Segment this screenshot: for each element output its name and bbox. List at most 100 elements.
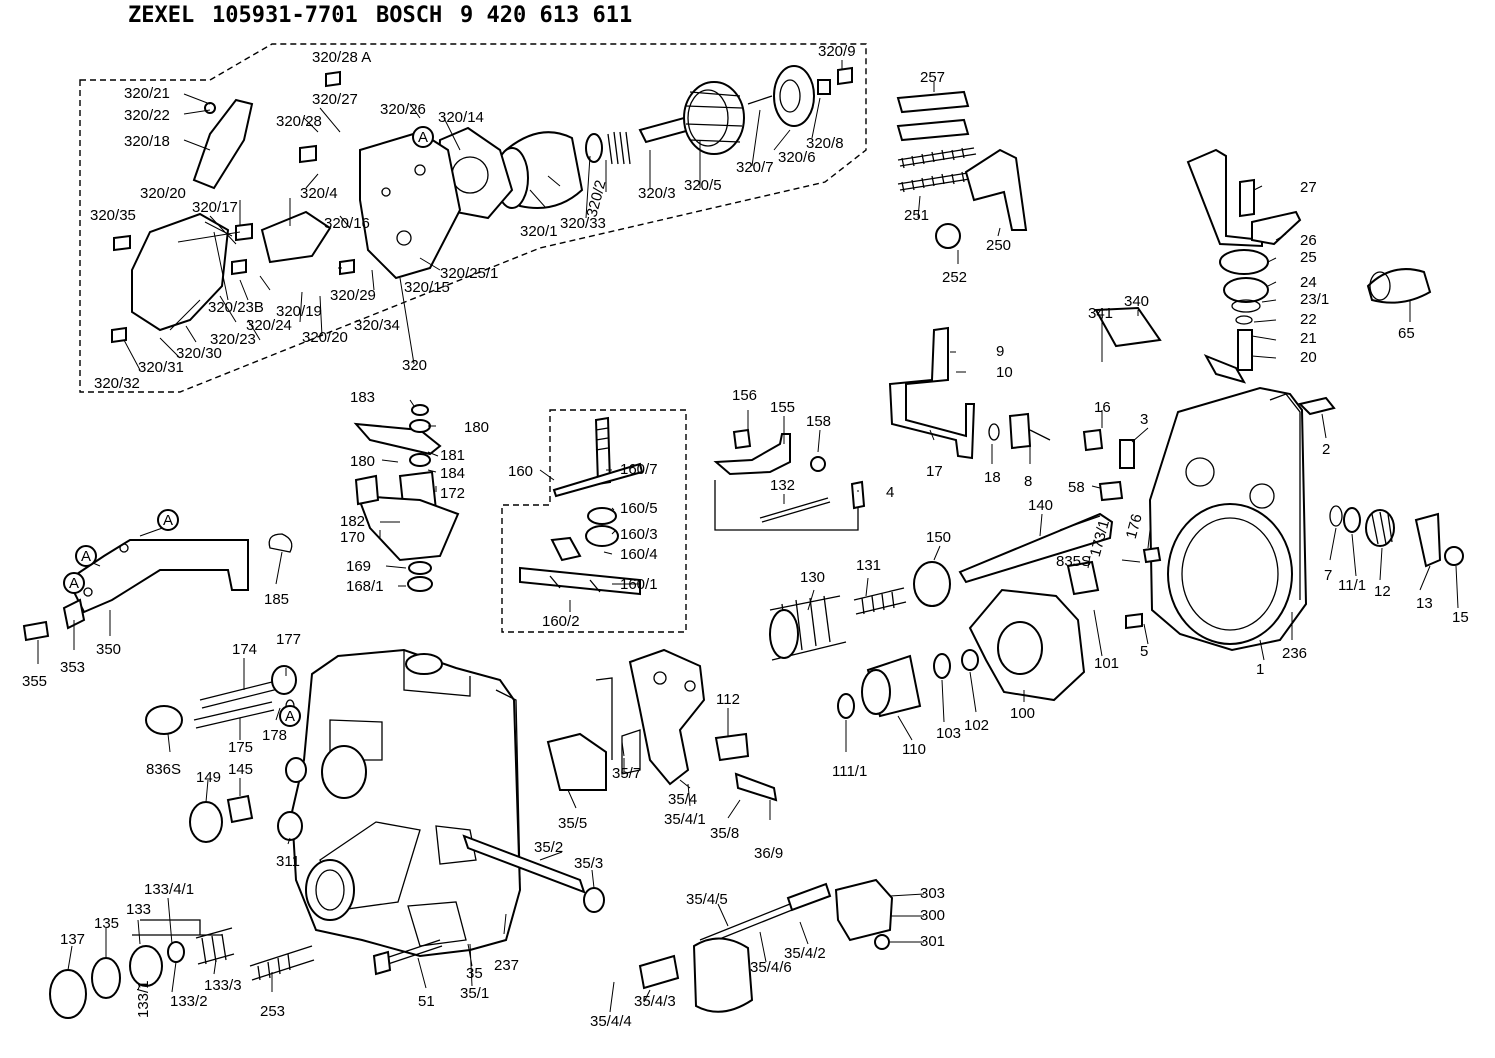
callout-label: 320/28: [276, 113, 322, 130]
callout-label: 320/28 A: [312, 49, 371, 66]
callout-label: 18: [984, 469, 1001, 486]
bolts-left-group: [145, 665, 297, 735]
callout-label: 320/29: [330, 287, 376, 304]
callout-label: 102: [964, 717, 989, 734]
callout-label: 160/7: [620, 461, 658, 478]
callout-label: 35/4/3: [634, 993, 676, 1010]
callout-label: 181: [440, 447, 465, 464]
callout-label: 20: [1300, 349, 1317, 366]
callout-label: 169: [346, 558, 371, 575]
callout-label: 156: [732, 387, 757, 404]
callout-label: 185: [264, 591, 289, 608]
callout-label: 350: [96, 641, 121, 658]
callout-label: 22: [1300, 311, 1317, 328]
callout-label: 320/5: [684, 177, 722, 194]
callout-label: 5: [1140, 643, 1148, 660]
callout-label: 184: [440, 465, 465, 482]
callout-label: 355: [22, 673, 47, 690]
callout-label: 301: [920, 933, 945, 950]
callout-label: 35/4/2: [784, 945, 826, 962]
callout-label: 320/24: [246, 317, 292, 334]
callout-label: 132: [770, 477, 795, 494]
callout-label: 150: [926, 529, 951, 546]
callout-label: 180: [464, 419, 489, 436]
callout-labels: 320/28 A 320/9 320/21 320/27 320/22 320/…: [22, 43, 1469, 1030]
callout-label: 100: [1010, 705, 1035, 722]
callout-label: 320/30: [176, 345, 222, 362]
callout-label: 251: [904, 207, 929, 224]
linkage-upper-center: [713, 326, 1051, 523]
callout-label: 145: [228, 761, 253, 778]
roller-ring-group: [714, 588, 1086, 762]
callout-label: 51: [418, 993, 435, 1010]
callout-label: 320/2: [583, 178, 609, 219]
callout-label: 320/25/1: [440, 265, 498, 282]
bracket-300-group: [638, 878, 894, 1013]
callout-label: 133/4/1: [144, 881, 194, 898]
callout-label: 110: [902, 741, 926, 758]
callout-label: 180: [350, 453, 375, 470]
marker-a-label-1: A: [418, 129, 428, 146]
callout-label: 320/22: [124, 107, 170, 124]
callout-label: 320/32: [94, 375, 140, 392]
callout-label: 320/14: [438, 109, 484, 126]
bracket-group-133: [132, 919, 222, 936]
callout-label: 25: [1300, 249, 1317, 266]
callout-label: 300: [920, 907, 945, 924]
callout-label: 160: [508, 463, 533, 480]
header-brand-zexel: ZEXEL: [128, 3, 194, 28]
callout-label: 183: [350, 389, 375, 406]
callout-label: 320/7: [736, 159, 774, 176]
marker-a-label-4: A: [285, 708, 295, 725]
marker-a-circle-4: [279, 705, 301, 727]
header-part-number-zexel: 105931-7701: [212, 3, 358, 28]
callout-label: 177: [276, 631, 301, 648]
callout-label: 320/19: [276, 303, 322, 320]
callout-label: 320/23: [210, 331, 256, 348]
callout-label: 103: [936, 725, 961, 742]
callout-label: 160/5: [620, 500, 658, 517]
callout-label: 35/5: [558, 815, 587, 832]
callout-label: 158: [806, 413, 831, 430]
callout-label: 237: [494, 957, 519, 974]
callout-label: 35: [466, 965, 483, 982]
marker-a-label-3: A: [81, 548, 91, 565]
governor-assembly-320-boundary: [79, 43, 867, 393]
callout-label: 9: [996, 343, 1004, 360]
callout-label: 16: [1094, 399, 1111, 416]
callout-label: 236: [1282, 645, 1307, 662]
bracket-350: [22, 533, 293, 642]
callout-label: 140: [1028, 497, 1053, 514]
callout-label: 23/1: [1300, 291, 1329, 308]
callout-label: 35/4/6: [750, 959, 792, 976]
callout-label: 101: [1094, 655, 1119, 672]
callout-label: 320/9: [818, 43, 856, 60]
callout-label: 13: [1416, 595, 1433, 612]
callout-label: 111/1: [832, 763, 867, 780]
callout-label: 175: [228, 739, 253, 756]
callout-label: 17: [926, 463, 943, 480]
callout-label: 320/23B: [208, 299, 264, 316]
callout-label: 320/34: [354, 317, 400, 334]
callout-label: 320/1: [520, 223, 558, 240]
callout-label: 12: [1374, 583, 1391, 600]
header-part-number-bosch: 9 420 613 611: [460, 3, 632, 28]
lever-stack-group: [1186, 148, 1432, 384]
callout-label: 835S: [1056, 553, 1091, 570]
marker-a-circle-5: [63, 572, 85, 594]
marker-a-circle-3: [75, 545, 97, 567]
callout-label: 252: [942, 269, 967, 286]
callout-label: 133: [126, 901, 151, 918]
callout-label: 320/35: [90, 207, 136, 224]
callout-label: 250: [986, 237, 1011, 254]
callout-label: 137: [60, 931, 85, 948]
header-brand-bosch: BOSCH: [376, 3, 442, 28]
callout-label: 130: [800, 569, 825, 586]
callout-label: 35/4: [668, 791, 697, 808]
governor-assembly: [111, 65, 853, 344]
callout-label: 320/33: [560, 215, 606, 232]
callout-label: 35/7: [612, 765, 641, 782]
callout-label: 27: [1300, 179, 1317, 196]
callout-label: 36/9: [754, 845, 783, 862]
callout-label: 149: [196, 769, 221, 786]
